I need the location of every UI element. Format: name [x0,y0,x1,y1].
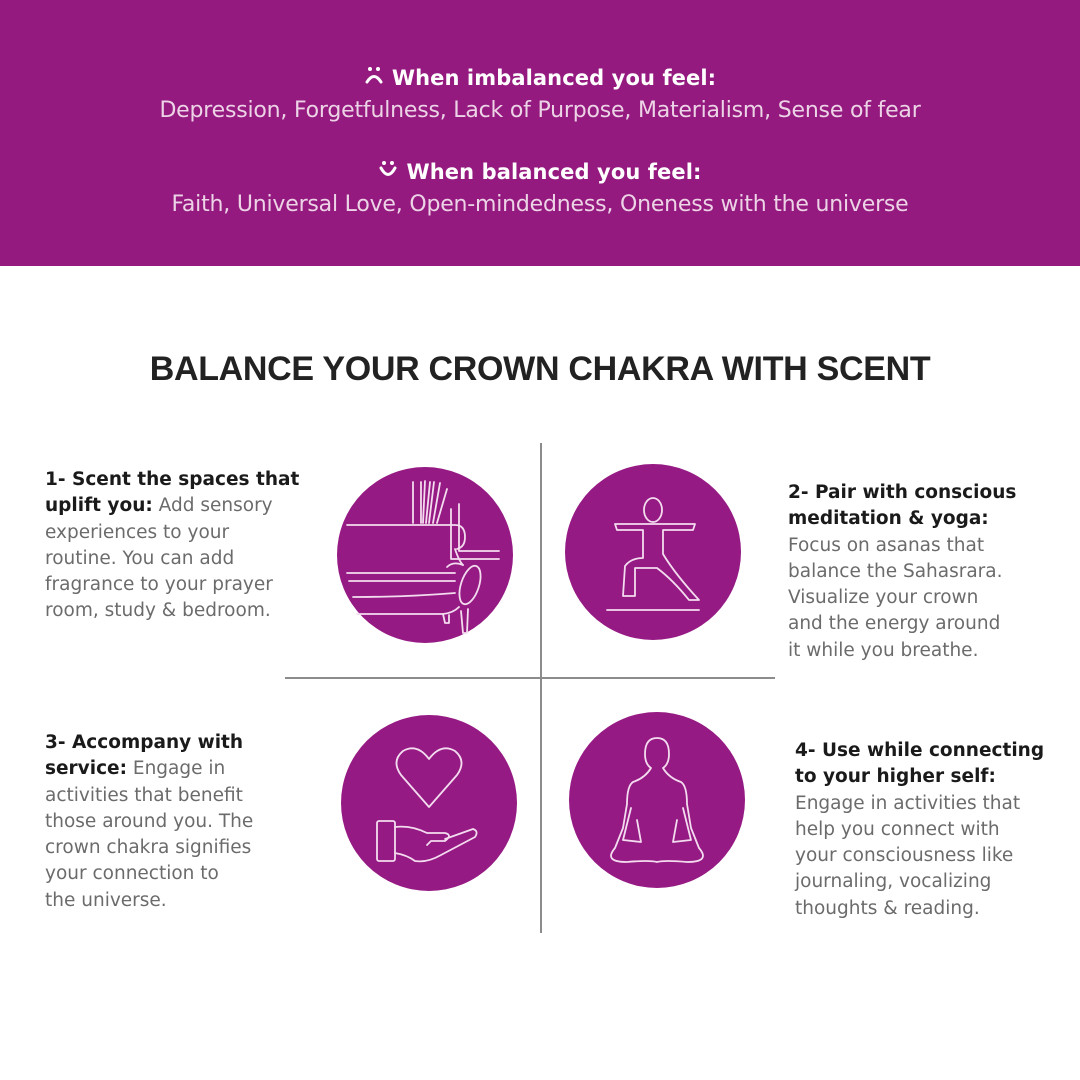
tip-3-body: crown chakra signifies [45,837,252,859]
tip-4-lead-cont: to your higher self: [795,766,996,788]
sad-face-icon [364,65,384,90]
tip-2-body: Focus on asanas that [788,534,985,556]
balanced-heading: When balanced you feel: [0,160,1080,186]
tip-3-body: Engage in [132,758,226,780]
tip-3-body: your connection to [45,863,219,885]
tip-1-body: fragrance to your prayer [45,574,273,596]
imbalanced-heading-text: When imbalanced you feel: [391,66,717,90]
vertical-divider [540,443,542,933]
yoga-pose-icon [565,464,741,640]
tip-1-lead: 1- Scent the spaces that [45,469,300,490]
horizontal-divider [285,677,775,679]
tip-4-lead: 4- Use while connecting [795,740,1045,761]
tip-1-body: Add sensory [158,495,273,517]
imbalanced-heading: When imbalanced you feel: [0,66,1080,92]
heart-hand-icon [341,715,517,891]
tip-4-body: Engage in activities that [795,792,1021,814]
tip-3-body: activities that benefit [45,784,243,806]
tip-3-service: 3- Accompany with service: Engage in act… [45,730,280,914]
tip-2-lead-cont: meditation & yoga: [788,508,989,530]
balanced-feelings: Faith, Universal Love, Open-mindedness, … [171,192,909,217]
smile-face-icon [378,159,398,184]
tip-2-meditation-yoga: 2- Pair with conscious meditation & yoga… [788,480,1038,664]
tip-2-body: Visualize your crown [788,587,979,609]
balanced-heading-text: When balanced you feel: [406,160,702,184]
tip-3-lead: 3- Accompany with [45,732,244,753]
chakra-feelings-banner: When imbalanced you feel: Depression, Fo… [0,0,1080,266]
imbalanced-feelings: Depression, Forgetfulness, Lack of Purpo… [159,98,921,123]
tip-4-higher-self: 4- Use while connecting to your higher s… [795,738,1060,922]
tip-1-lead-cont: uplift you: [45,495,153,517]
tip-3-lead-cont: service: [45,758,127,780]
tip-4-body: journaling, vocalizing [795,871,992,893]
tip-4-body: your consciousness like [795,845,1014,867]
tip-1-body: experiences to your [45,521,230,543]
tip-1-body: routine. You can add [45,547,235,569]
tip-4-body: thoughts & reading. [795,897,980,919]
page-title: BALANCE YOUR CROWN CHAKRA WITH SCENT [149,350,931,388]
tip-1-body: room, study & bedroom. [45,600,271,622]
tip-3-body: those around you. The [45,810,254,832]
sofa-room-icon [337,467,513,643]
tip-3-body: the universe. [45,889,167,911]
tip-1-scent-spaces: 1- Scent the spaces that uplift you: Add… [45,467,305,625]
tip-2-lead: 2- Pair with conscious [788,482,1017,503]
meditation-icon [569,712,745,888]
tip-4-body: help you connect with [795,818,1000,840]
tip-2-body: and the energy around [788,613,1001,635]
tip-2-body: it while you breathe. [788,639,979,661]
tip-2-body: balance the Sahasrara. [788,560,1003,582]
